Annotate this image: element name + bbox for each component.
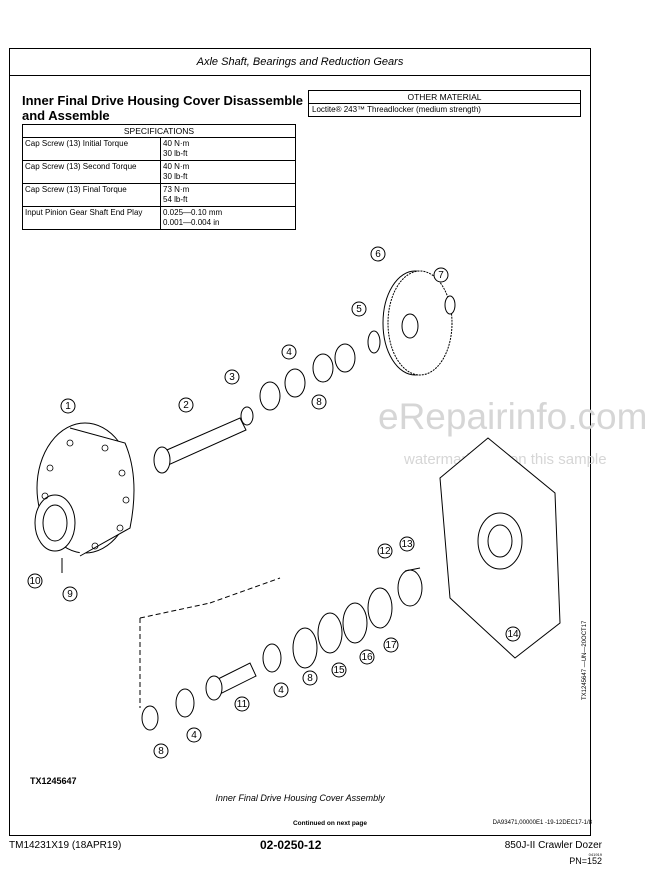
page-number: 02-0250-12 (260, 838, 322, 852)
callout-7: 7 (433, 267, 449, 283)
callout-3: 3 (224, 369, 240, 385)
callout-15: 15 (331, 662, 347, 678)
callout-8b: 8 (302, 670, 318, 686)
svg-text:5: 5 (356, 304, 362, 315)
svg-text:16: 16 (361, 652, 373, 663)
svg-text:15: 15 (333, 665, 345, 676)
svg-text:8: 8 (316, 397, 322, 408)
callout-9: 9 (62, 586, 78, 602)
other-material-item: Loctite® 243™ Threadlocker (medium stren… (308, 103, 581, 117)
svg-text:12: 12 (379, 546, 391, 557)
callout-11: 11 (234, 696, 250, 712)
callout-10: 10 (27, 573, 43, 589)
svg-text:8: 8 (158, 746, 164, 757)
gear-part (382, 270, 453, 376)
spec-label: Cap Screw (13) Final Torque (22, 183, 161, 207)
svg-text:1: 1 (65, 401, 71, 412)
callout-4: 4 (281, 344, 297, 360)
figure-side-id: TX1245647 —UN—20OCT17 (582, 620, 588, 700)
callout-2: 2 (178, 397, 194, 413)
svg-text:7: 7 (438, 270, 444, 281)
callout-12: 12 (377, 543, 393, 559)
callout-labels: 1 2 3 4 5 6 7 8 9 10 11 12 13 14 15 16 1… (27, 246, 521, 759)
section-title: Axle Shaft, Bearings and Reduction Gears (196, 56, 404, 68)
svg-text:17: 17 (385, 640, 397, 651)
callout-8: 8 (311, 394, 327, 410)
continued-note: Continued on next page (292, 820, 368, 827)
svg-text:4: 4 (278, 685, 284, 696)
other-material-table: OTHER MATERIAL Loctite® 243™ Threadlocke… (308, 90, 581, 117)
svg-text:8: 8 (307, 673, 313, 684)
content-frame (9, 76, 591, 836)
section-header: Axle Shaft, Bearings and Reduction Gears (9, 48, 591, 76)
spec-label: Cap Screw (13) Initial Torque (22, 137, 161, 161)
title-line-1: Inner Final Drive Housing Cover Disassem… (22, 93, 304, 108)
callout-8c: 8 (153, 743, 169, 759)
figure-caption: Inner Final Drive Housing Cover Assembly (215, 793, 385, 803)
watermark-text: eRepairinfo.com (378, 396, 648, 437)
svg-text:6: 6 (375, 249, 381, 260)
document-id: DA93471,00000E1 -19-12DEC17-1/8 (492, 820, 592, 826)
callout-4b: 4 (273, 682, 289, 698)
spec-label: Cap Screw (13) Second Torque (22, 160, 161, 184)
spec-label: Input Pinion Gear Shaft End Play (22, 206, 161, 230)
svg-text:13: 13 (401, 539, 413, 550)
svg-text:11: 11 (237, 699, 248, 710)
callout-17: 17 (383, 637, 399, 653)
svg-text:10: 10 (29, 576, 41, 587)
other-material-heading: OTHER MATERIAL (308, 90, 581, 104)
svg-text:9: 9 (67, 589, 73, 600)
table-row: Input Pinion Gear Shaft End Play 0.025—0… (22, 206, 296, 230)
figure-id: TX1245647 (30, 776, 77, 786)
callout-13: 13 (399, 536, 415, 552)
callout-14: 14 (505, 626, 521, 642)
callout-16: 16 (359, 649, 375, 665)
callout-5: 5 (351, 301, 367, 317)
callout-1: 1 (60, 398, 76, 414)
title-line-2: and Assemble (22, 108, 110, 123)
specifications-table: SPECIFICATIONS Cap Screw (13) Initial To… (22, 124, 296, 230)
footer-date: 041919 (588, 852, 602, 857)
manual-number: TM14231X19 (18APR19) (9, 840, 122, 851)
housing-part (439, 437, 561, 659)
page-title: Inner Final Drive Housing Cover Disassem… (22, 93, 312, 123)
svg-text:3: 3 (229, 372, 235, 383)
svg-text:14: 14 (507, 629, 519, 640)
callout-4c: 4 (186, 727, 202, 743)
exploded-assembly-diagram: 1 2 3 4 5 6 7 8 9 10 11 12 13 14 15 16 1… (27, 246, 561, 759)
callout-6: 6 (370, 246, 386, 262)
housing-cover-part (34, 422, 135, 557)
svg-text:2: 2 (183, 400, 189, 411)
pn-number: PN=152 (569, 856, 602, 866)
shaft-part (153, 417, 247, 474)
machine-name: 850J-II Crawler Dozer (504, 840, 602, 851)
specifications-heading: SPECIFICATIONS (22, 124, 296, 138)
svg-text:4: 4 (191, 730, 197, 741)
svg-text:4: 4 (286, 347, 292, 358)
